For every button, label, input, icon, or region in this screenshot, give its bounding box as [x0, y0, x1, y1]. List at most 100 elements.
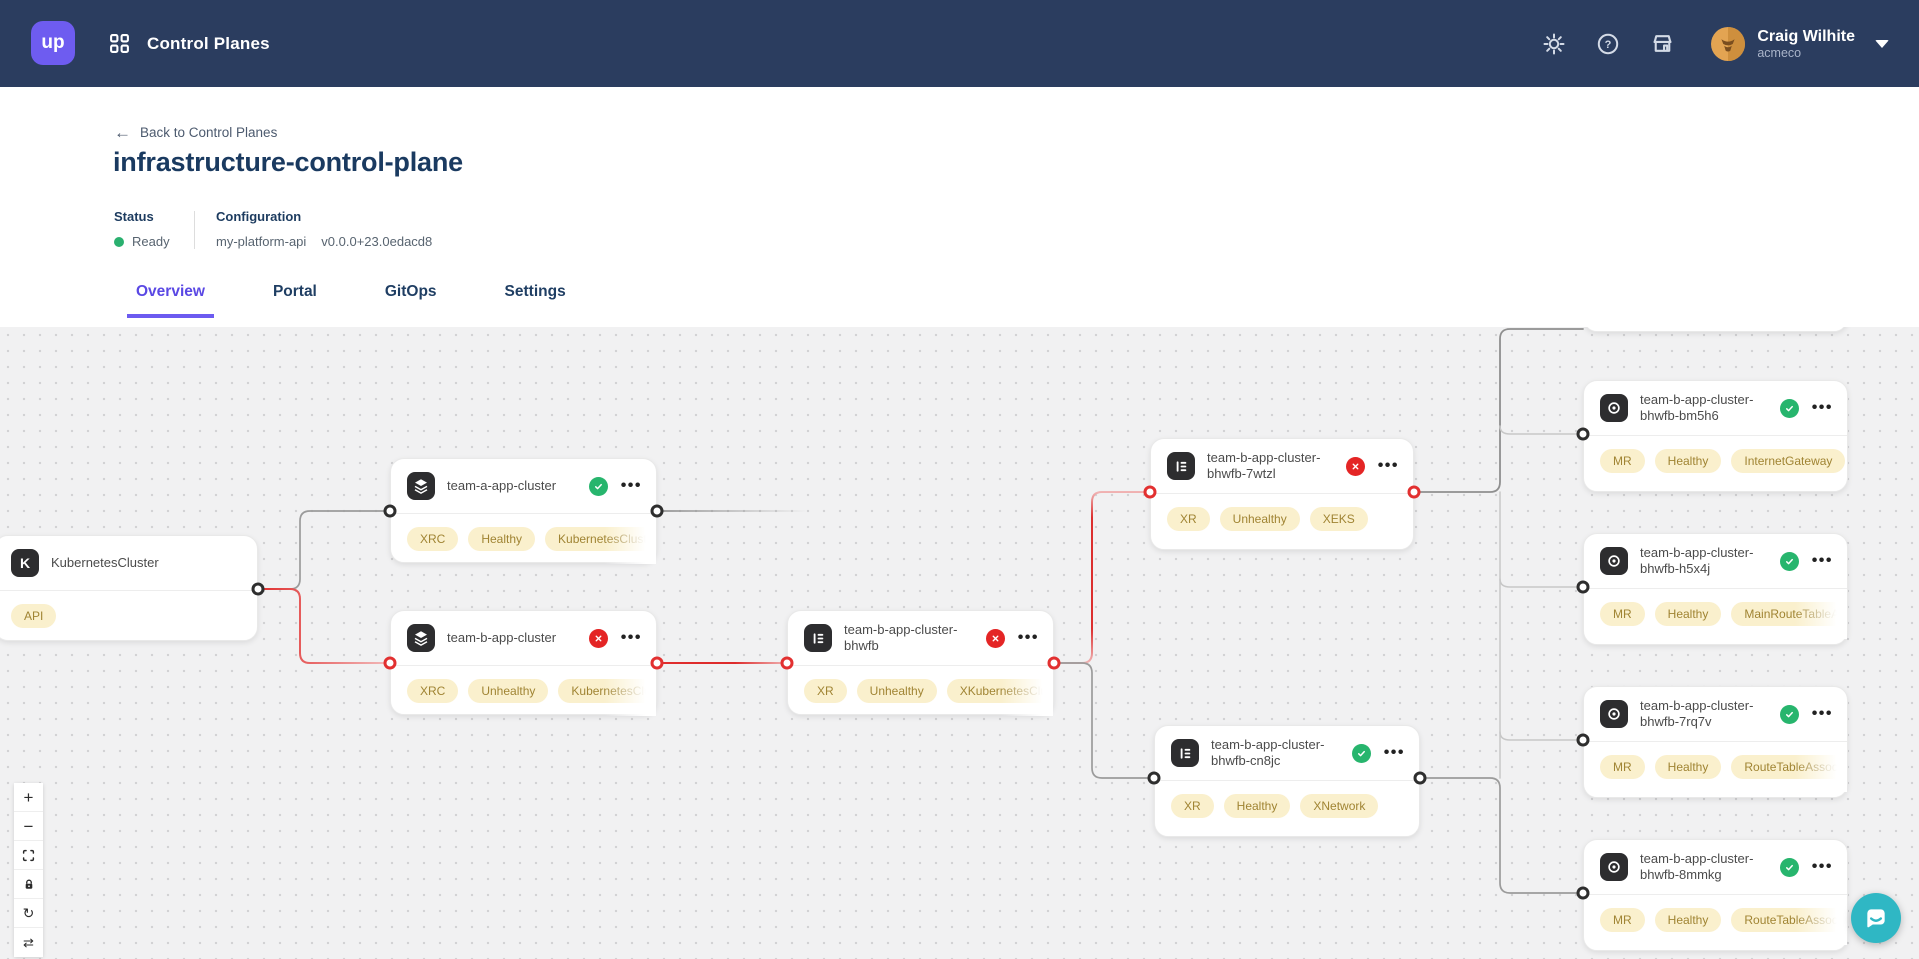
connection-port[interactable]	[383, 656, 397, 670]
badge: Healthy	[468, 527, 536, 551]
node-title: team-b-app-cluster-bhwfb	[844, 622, 958, 653]
node-menu-ellipsis[interactable]: •••	[1811, 858, 1833, 875]
reset-icon: ↻	[22, 905, 35, 921]
healthy-check-icon	[1779, 551, 1799, 571]
graph-node-partially-visible-node[interactable]	[1583, 327, 1848, 332]
chevron-down-icon	[1875, 39, 1889, 48]
node-menu-ellipsis[interactable]: •••	[620, 629, 642, 646]
back-link[interactable]: ← Back to Control Planes	[114, 124, 278, 141]
node-menu-ellipsis[interactable]: •••	[620, 477, 642, 494]
reset-button[interactable]: ↻	[14, 899, 43, 928]
node-badges: API	[0, 590, 257, 641]
upbound-logo[interactable]: up	[31, 21, 75, 65]
graph-edge-branch-bm5h6	[1499, 425, 1584, 435]
marketplace-icon[interactable]	[1647, 29, 1677, 59]
connection-port[interactable]	[650, 656, 664, 670]
graph-edge-bhwfb-cn8jc	[1053, 662, 1155, 779]
zoom-in-button[interactable]: +	[14, 783, 43, 812]
tab-gitops[interactable]: GitOps	[384, 283, 437, 300]
connection-port[interactable]	[383, 504, 397, 518]
error-x-icon	[1345, 456, 1365, 476]
status-value: Ready	[132, 234, 170, 249]
connection-port[interactable]	[251, 582, 265, 596]
refresh-icon: ⇄	[23, 935, 34, 950]
connection-port[interactable]	[1576, 733, 1590, 747]
zoom-out-icon: −	[23, 816, 34, 836]
connection-port[interactable]	[1576, 580, 1590, 594]
graph-edge-kcluster-team-a	[257, 510, 391, 590]
connection-port[interactable]	[1147, 771, 1161, 785]
lock-button[interactable]	[14, 870, 43, 899]
node-badges: XRUnhealthyXKubernetesCluster	[788, 665, 1053, 716]
connection-port[interactable]	[1576, 427, 1590, 441]
node-title: team-b-app-cluster-bhwfb-8mmkg	[1640, 851, 1754, 882]
xr-icon	[1171, 739, 1199, 767]
connection-port[interactable]	[650, 504, 664, 518]
node-menu-ellipsis[interactable]: •••	[1811, 705, 1833, 722]
badge: XR	[1167, 507, 1210, 531]
zoom-out-button[interactable]: −	[14, 812, 43, 841]
tab-bar: Overview Portal GitOps Settings	[127, 283, 575, 318]
node-title: team-b-app-cluster-bhwfb-7rq7v	[1640, 698, 1754, 729]
error-x-icon	[985, 628, 1005, 648]
badge: Healthy	[1223, 794, 1291, 818]
node-title: team-a-app-cluster	[447, 478, 557, 493]
node-title: KubernetesCluster	[51, 555, 159, 570]
tab-settings[interactable]: Settings	[504, 283, 566, 300]
graph-edge-7wtzl-top	[1413, 328, 1584, 493]
connection-port[interactable]	[1143, 485, 1157, 499]
gear-icon[interactable]	[1539, 29, 1569, 59]
node-menu-ellipsis[interactable]: •••	[1811, 399, 1833, 416]
graph-edge-branch-h5x4j	[1499, 578, 1584, 588]
connection-port[interactable]	[1576, 886, 1590, 900]
svg-text:?: ?	[1605, 39, 1612, 51]
node-menu-ellipsis[interactable]: •••	[1017, 629, 1039, 646]
error-x-icon	[588, 628, 608, 648]
graph-edges	[257, 328, 1584, 894]
healthy-check-icon	[1779, 398, 1799, 418]
grid-icon	[104, 29, 134, 59]
connection-port[interactable]	[1413, 771, 1427, 785]
node-menu-ellipsis[interactable]: •••	[1383, 744, 1405, 761]
layers-icon	[407, 624, 435, 652]
node-badges: XRCUnhealthyKubernetesCluster	[391, 665, 656, 716]
healthy-check-icon	[588, 476, 608, 496]
refresh-button[interactable]: ⇄	[14, 928, 43, 957]
badge: XR	[804, 679, 847, 703]
badge: XKubernetesCluster	[946, 679, 1053, 703]
tab-overview[interactable]: Overview	[127, 283, 214, 318]
graph-edge-kcluster-team-b	[257, 588, 391, 664]
badge: MR	[1600, 755, 1645, 779]
user-menu[interactable]: Craig Wilhite acmeco	[1711, 26, 1889, 61]
avatar	[1711, 26, 1746, 61]
tab-portal[interactable]: Portal	[272, 283, 317, 300]
fit-view-button[interactable]	[14, 841, 43, 870]
configuration-label: Configuration	[216, 209, 302, 224]
page-title: infrastructure-control-plane	[113, 147, 463, 177]
zoom-in-icon: +	[23, 787, 34, 807]
badge: InternetGateway	[1731, 449, 1846, 473]
connection-port[interactable]	[780, 656, 794, 670]
connection-port[interactable]	[1047, 656, 1061, 670]
mr-icon	[1600, 700, 1628, 728]
help-icon[interactable]: ?	[1593, 29, 1623, 59]
back-link-label: Back to Control Planes	[140, 125, 278, 140]
node-menu-ellipsis[interactable]: •••	[1377, 457, 1399, 474]
node-menu-ellipsis[interactable]: •••	[1811, 552, 1833, 569]
chat-launcher[interactable]	[1851, 893, 1901, 943]
connection-port[interactable]	[1407, 485, 1421, 499]
badge: Healthy	[1654, 908, 1722, 932]
